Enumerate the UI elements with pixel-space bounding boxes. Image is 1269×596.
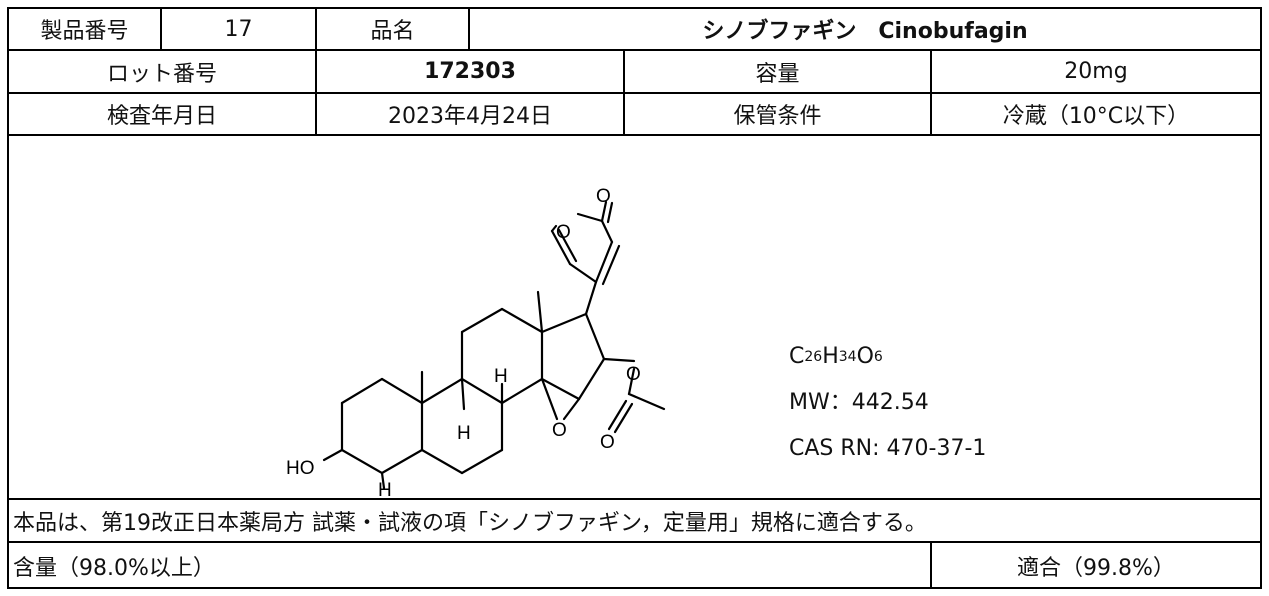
row-divider	[9, 541, 1260, 543]
molecular-weight: MW：442.54	[789, 390, 929, 415]
lot-number-value: 172303	[424, 59, 516, 84]
col-divider	[623, 49, 625, 134]
amount-label: 容量	[755, 61, 800, 87]
structure-label-o-ring: O	[556, 222, 571, 243]
amount-value: 20mg	[1064, 59, 1128, 84]
product-name-label: 品名	[370, 19, 415, 44]
col-divider	[315, 9, 317, 134]
col-divider	[160, 9, 162, 49]
col-divider	[930, 49, 932, 134]
assay-result: 適合（99.8%）	[1017, 556, 1175, 581]
storage-value: 冷蔵（10°C以下）	[1002, 104, 1190, 129]
col-divider	[468, 9, 470, 49]
structure-label-o-acetyl: O	[600, 432, 615, 453]
product-number-value: 17	[224, 16, 253, 42]
row-divider	[9, 498, 1260, 500]
cas-number: CAS RN: 470-37-1	[789, 436, 987, 461]
col-divider	[930, 541, 932, 589]
structure-label-h-top: H	[494, 366, 508, 387]
structure-label-h-bottom: H	[378, 480, 392, 499]
row-divider	[9, 92, 1260, 94]
structure-label-o-ester: O	[626, 364, 641, 385]
product-name-value: シノブファギン Cinobufagin	[702, 19, 1028, 44]
structure-label-ho: HO	[286, 458, 315, 479]
lot-number-label: ロット番号	[106, 61, 217, 87]
row-divider	[9, 49, 1260, 51]
storage-label: 保管条件	[733, 104, 822, 129]
test-date-value: 2023年4月24日	[388, 104, 552, 129]
compliance-statement: 本品は、第19改正日本薬局方 試薬・試液の項「シノブファギン，定量用」規格に適合…	[13, 510, 927, 536]
structure-label-h-mid: H	[457, 423, 471, 444]
structure-label-o-epoxide: O	[552, 420, 567, 441]
product-number-label: 製品番号	[40, 19, 129, 44]
certificate-table: 製品番号 17 品名 シノブファギン Cinobufagin ロット番号 172…	[7, 7, 1262, 589]
structure-label-o-carbonyl-top: O	[596, 186, 611, 207]
test-date-label: 検査年月日	[106, 104, 217, 129]
assay-item: 含量（98.0%以上）	[13, 556, 215, 581]
row-divider	[9, 134, 1260, 136]
chemical-structure-diagram: HO H H H O O O O O	[286, 186, 666, 499]
